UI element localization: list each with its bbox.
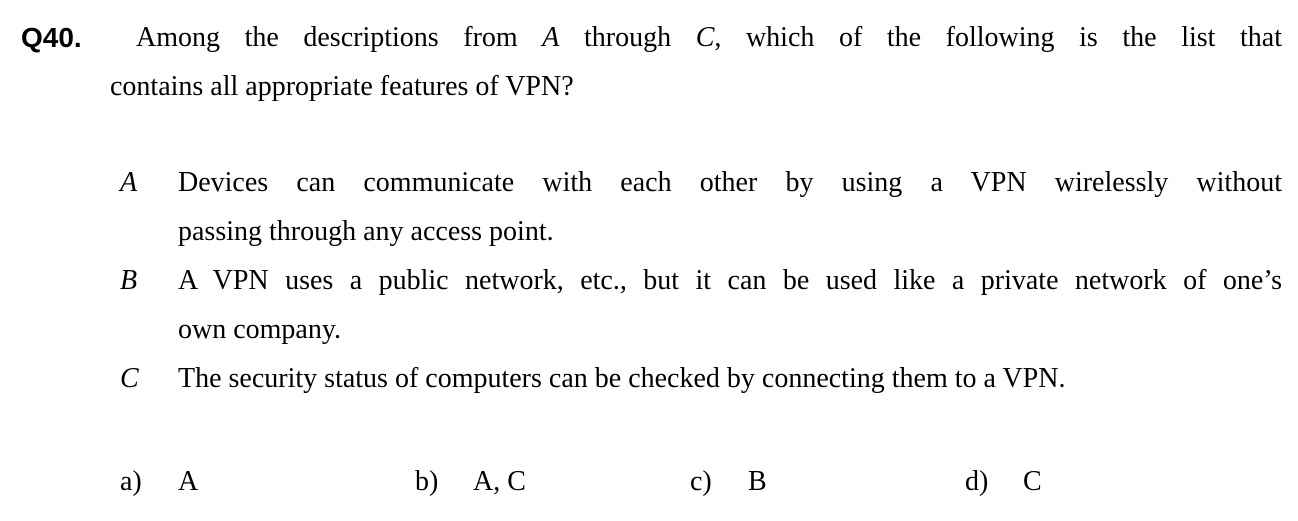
option-b: b) A, C — [415, 457, 690, 506]
question-text-part: through — [559, 22, 696, 53]
item-line: Devices can communicate with each other … — [178, 167, 1282, 198]
option-label: a) — [120, 466, 142, 497]
description-item-a: A Devices can communicate with each othe… — [120, 158, 1282, 256]
question-number: Q40. — [21, 22, 82, 53]
item-label-b: B — [120, 265, 138, 296]
question-block: Q40. Among the descriptions from A throu… — [0, 0, 1298, 111]
item-line: passing through any access point. — [178, 216, 554, 247]
option-value: B — [748, 466, 767, 497]
item-label-a: A — [120, 167, 138, 198]
item-label-c: C — [120, 363, 139, 394]
option-value: C — [1023, 466, 1042, 497]
question-text-part-italic-a: A — [542, 22, 560, 53]
item-line: The security status of computers can be … — [178, 363, 1066, 394]
item-line: own company. — [178, 314, 342, 345]
option-label: d) — [965, 466, 989, 497]
option-label: b) — [415, 466, 439, 497]
option-c: c) B — [690, 457, 965, 506]
item-text-b: A VPN uses a public network, etc., but i… — [178, 256, 1282, 354]
description-list: A Devices can communicate with each othe… — [120, 158, 1282, 403]
question-text-part-italic-c: C — [695, 22, 715, 53]
question-line-2: contains all appropriate features of VPN… — [110, 71, 574, 102]
question-text-part: Among the descriptions from — [136, 22, 543, 53]
item-line: A VPN uses a public network, etc., but i… — [178, 265, 1282, 296]
option-value: A, C — [473, 466, 526, 497]
question-text: Among the descriptions from A through C,… — [110, 13, 1282, 111]
option-d: d) C — [965, 457, 1282, 506]
option-label: c) — [690, 466, 712, 497]
question-line-1: Among the descriptions from A through C,… — [110, 13, 1282, 62]
option-value: A — [178, 466, 199, 497]
item-text-a: Devices can communicate with each other … — [178, 158, 1282, 256]
description-item-c: C The security status of computers can b… — [120, 354, 1282, 403]
answer-options: a) A b) A, C c) B d) C — [120, 457, 1282, 506]
question-text-part: , which of the following is the list tha… — [714, 22, 1282, 53]
description-item-b: B A VPN uses a public network, etc., but… — [120, 256, 1282, 354]
option-a: a) A — [120, 457, 415, 506]
item-text-c: The security status of computers can be … — [178, 354, 1282, 403]
